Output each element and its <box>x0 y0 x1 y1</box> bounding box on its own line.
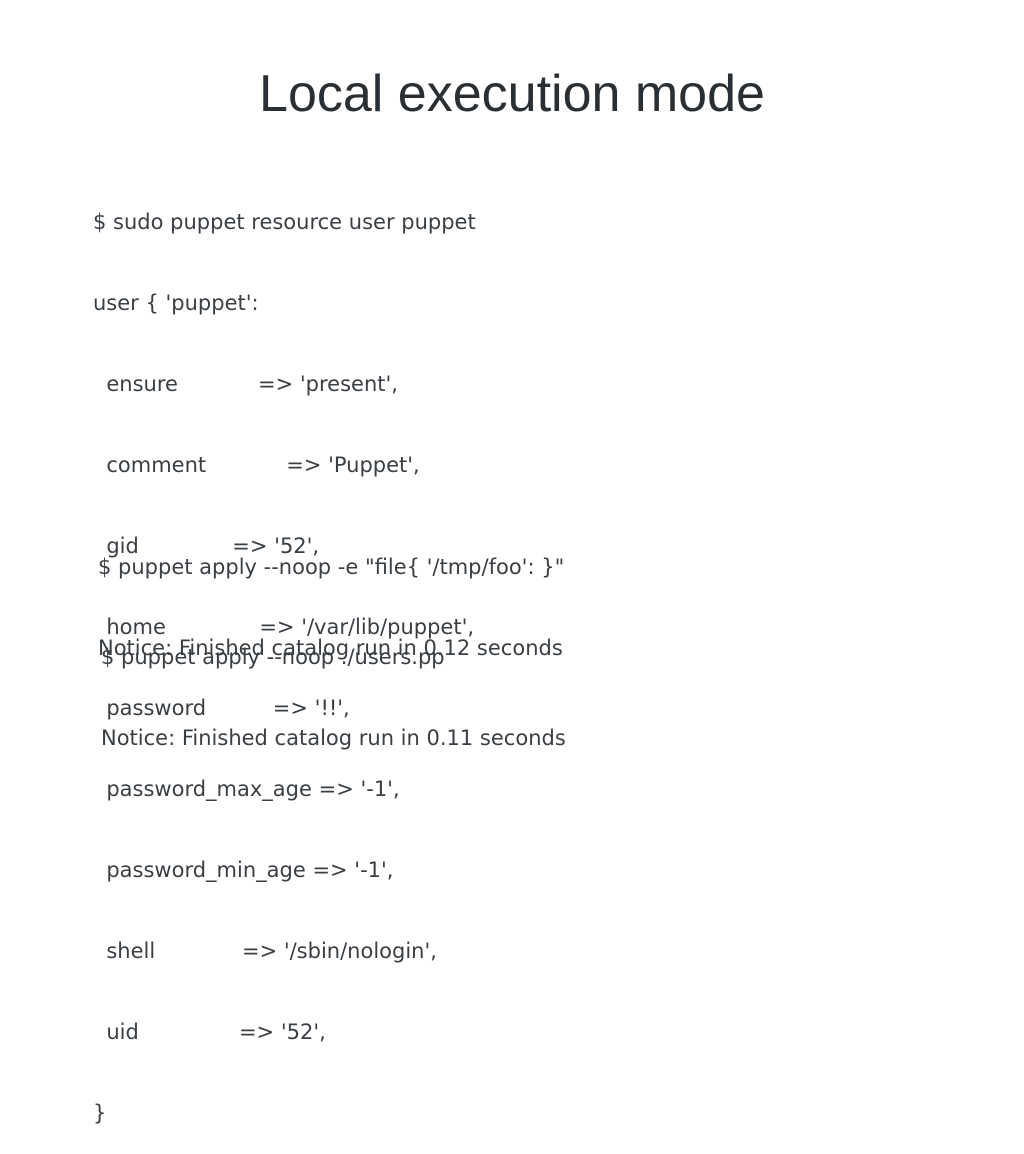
code-line: uid => '52', <box>93 1020 326 1044</box>
code-line: $ puppet apply --noop ./users.pp <box>101 645 445 669</box>
code-line: Notice: Finished catalog run in 0.12 sec… <box>98 636 563 660</box>
code-line: password => '!!', <box>93 696 350 720</box>
puppet-apply-manifest-output: $ puppet apply --noop ./users.pp Notice:… <box>101 590 566 779</box>
code-line: $ sudo puppet resource user puppet <box>93 210 476 234</box>
code-line: } <box>93 1101 107 1125</box>
code-line: $ puppet apply --noop -e "file{ '/tmp/fo… <box>98 555 565 579</box>
code-line: home => '/var/lib/puppet', <box>93 615 475 639</box>
code-line: Notice: Finished catalog run in 0.11 sec… <box>101 726 566 750</box>
code-line: user { 'puppet': <box>93 291 259 315</box>
code-line: comment => 'Puppet', <box>93 453 420 477</box>
code-line: password_max_age => '-1', <box>93 777 400 801</box>
code-line: ensure => 'present', <box>93 372 398 396</box>
code-line: shell => '/sbin/nologin', <box>93 939 437 963</box>
slide-title: Local execution mode <box>259 65 765 123</box>
code-line: gid => '52', <box>93 534 320 558</box>
puppet-apply-inline-output: $ puppet apply --noop -e "file{ '/tmp/fo… <box>98 500 564 689</box>
code-line: password_min_age => '-1', <box>93 858 394 882</box>
